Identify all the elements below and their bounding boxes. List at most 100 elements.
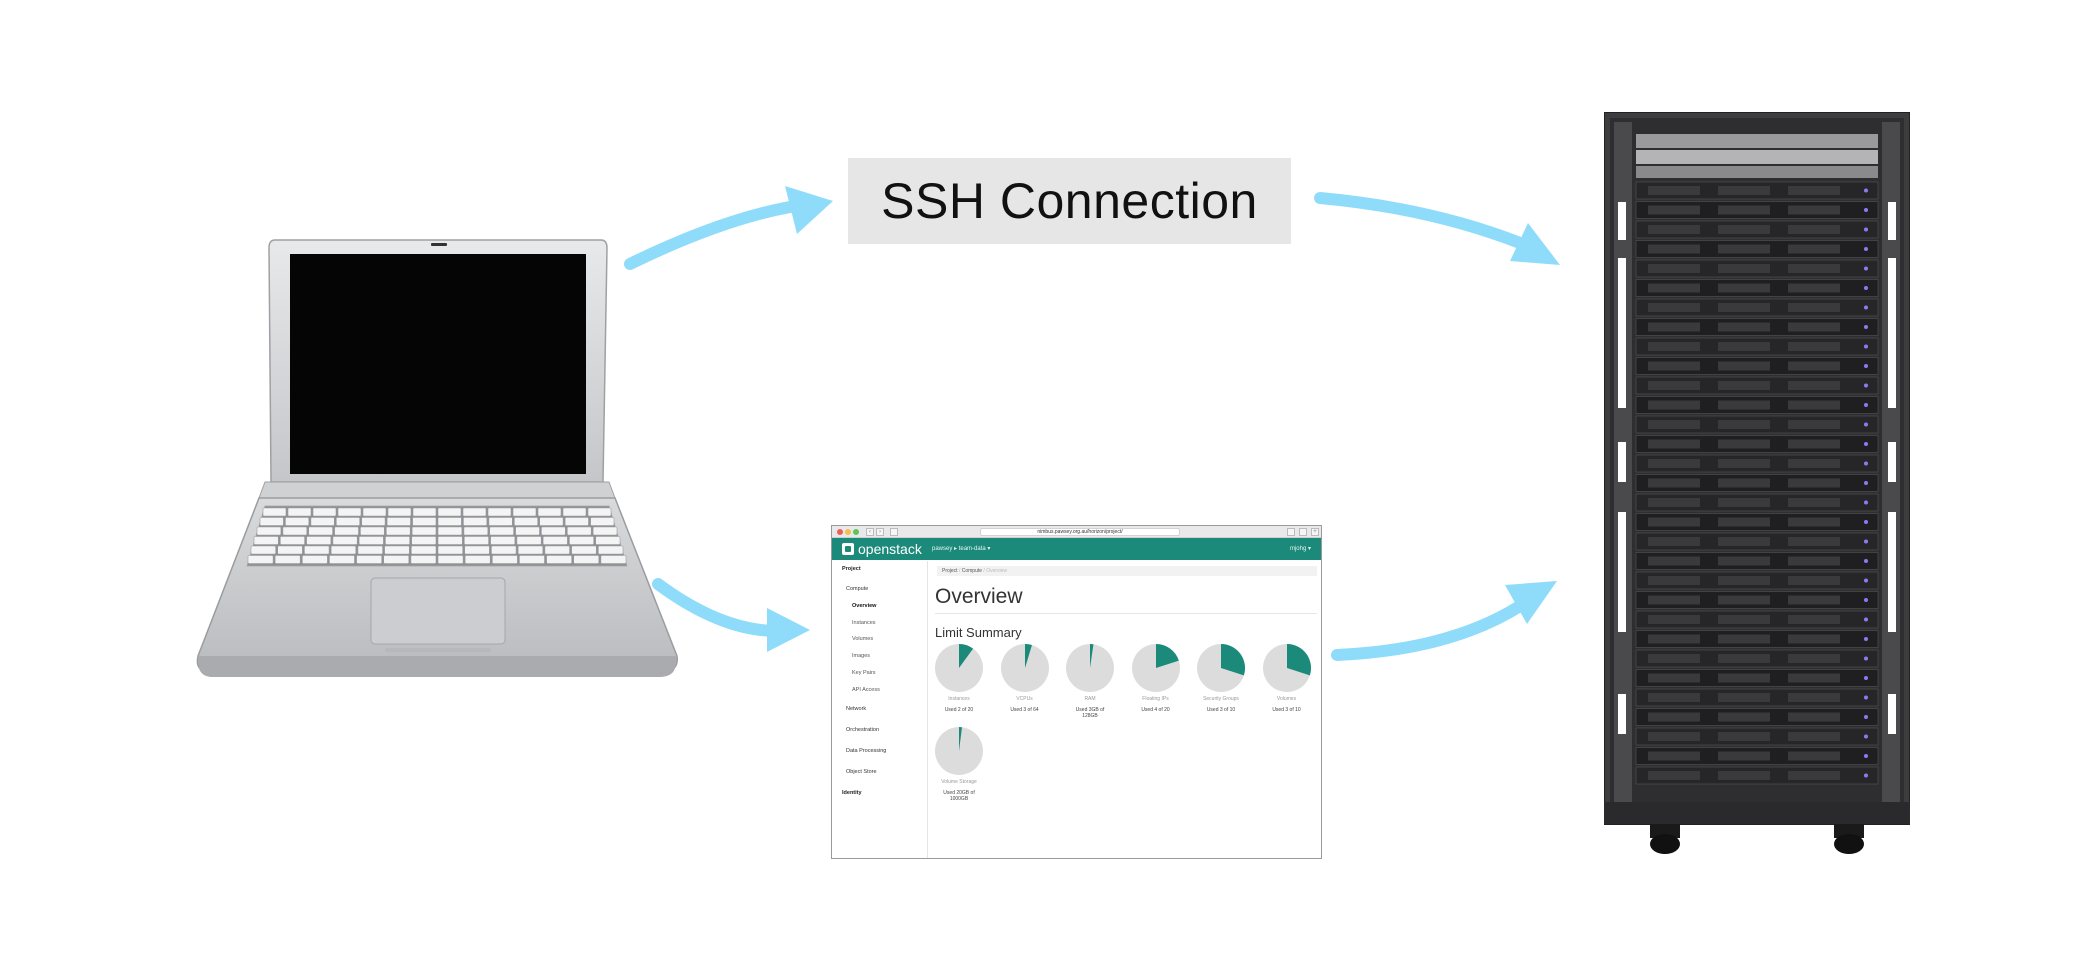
keyboard-key: [487, 507, 512, 517]
keyboard-key: [463, 536, 489, 545]
status-led: [1864, 656, 1868, 661]
minimize-window-icon[interactable]: [845, 529, 851, 535]
new-tab-icon[interactable]: +: [1311, 528, 1319, 536]
sidebar-item-overview[interactable]: Overview: [852, 603, 877, 609]
drive-bay: [1718, 595, 1770, 605]
status-led: [1864, 208, 1868, 212]
sidebar-item-object-store[interactable]: Object Store: [846, 769, 877, 775]
maximize-window-icon[interactable]: [853, 529, 859, 535]
sidebar: Project Compute Overview Instances Volum…: [832, 561, 928, 858]
sidebar-item-images[interactable]: Images: [852, 653, 871, 659]
arrow-laptop-to-ssh: [624, 186, 833, 270]
drive-bay: [1648, 537, 1700, 546]
status-led: [1864, 364, 1868, 368]
keyboard-key: [410, 555, 437, 564]
keyboard-key: [464, 555, 491, 564]
keyboard-key: [464, 545, 490, 555]
back-icon[interactable]: ‹: [866, 528, 874, 536]
status-led: [1864, 247, 1868, 251]
drive-bay: [1648, 576, 1700, 585]
sidebar-item-compute[interactable]: Compute: [846, 586, 869, 592]
status-led: [1864, 539, 1868, 544]
pie-used-slice: [959, 727, 963, 751]
pie-used-slice: [1221, 644, 1246, 676]
status-led: [1864, 286, 1868, 290]
arrow-openstack-to-server: [1331, 581, 1557, 661]
sidebar-item-project[interactable]: Project: [842, 566, 861, 572]
drive-bay: [1718, 517, 1770, 527]
keyboard-key: [519, 555, 545, 564]
openstack-logo-icon: [842, 543, 854, 555]
sidebar-item-volumes[interactable]: Volumes: [852, 636, 874, 642]
openstack-brand: openstack: [858, 541, 922, 557]
keyboard-key: [332, 536, 358, 545]
drive-bay: [1648, 225, 1700, 234]
keyboard-key: [437, 526, 463, 536]
limit-label: Instances: [948, 696, 970, 702]
status-led: [1864, 617, 1868, 622]
keyboard-key: [437, 507, 462, 517]
drive-bay: [1788, 556, 1840, 566]
drive-bay: [1788, 342, 1840, 351]
drive-bay: [1718, 381, 1770, 390]
keyboard-key: [600, 555, 627, 564]
pie-used-slice: [1090, 644, 1094, 668]
server-rack-icon: [1604, 112, 1910, 854]
status-led: [1864, 715, 1868, 719]
keyboard-key: [489, 526, 514, 536]
tabs-icon[interactable]: [1299, 528, 1307, 536]
forward-icon[interactable]: ›: [876, 528, 884, 536]
drive-bay: [1718, 576, 1770, 585]
keyboard-key: [544, 545, 570, 555]
project-selector[interactable]: pawsey ▸ team-data ▾: [932, 546, 991, 552]
limit-label: Floating IPs: [1142, 696, 1169, 702]
keyboard-key: [361, 517, 386, 526]
sidebar-item-data-processing[interactable]: Data Processing: [846, 748, 887, 754]
keyboard-key: [541, 526, 566, 536]
breadcrumb-compute[interactable]: Compute: [961, 568, 983, 574]
sidebar-item-key-pairs[interactable]: Key Pairs: [852, 670, 876, 676]
sidebar-item-instances[interactable]: Instances: [852, 620, 876, 626]
keyboard-key: [437, 517, 462, 526]
drive-bay: [1788, 634, 1840, 644]
keyboard-key: [512, 507, 537, 517]
breadcrumb-overview: Overview: [986, 568, 1008, 574]
drive-bay: [1718, 303, 1770, 312]
status-led: [1864, 227, 1868, 232]
drive-bay: [1648, 654, 1700, 663]
keyboard-key: [516, 536, 542, 545]
url-bar[interactable]: nimbus.pawsey.org.au/horizon/project/: [980, 528, 1180, 536]
drive-bay: [1648, 673, 1700, 683]
limit-label: Security Groups: [1203, 696, 1239, 702]
title-divider: [935, 613, 1317, 614]
keyboard-key: [259, 517, 284, 526]
drive-bay: [1648, 751, 1700, 761]
status-led: [1864, 344, 1868, 349]
sidebar-item-orchestration[interactable]: Orchestration: [846, 727, 880, 733]
sidebar-item-identity[interactable]: Identity: [842, 790, 862, 796]
keyboard-key: [285, 517, 310, 526]
drive-bay: [1718, 400, 1770, 410]
close-window-icon[interactable]: [837, 529, 843, 535]
sidebar-item-network[interactable]: Network: [846, 706, 867, 712]
keyboard-key: [306, 536, 332, 545]
drive-bay: [1718, 342, 1770, 351]
drive-bay: [1788, 478, 1840, 488]
limit-label: Volumes: [1276, 696, 1297, 702]
drive-bay: [1648, 186, 1700, 195]
keyboard-key: [358, 536, 384, 545]
drive-bay: [1648, 712, 1700, 722]
drive-bay: [1648, 322, 1700, 332]
keyboard-key: [573, 555, 600, 564]
sidebar-toggle-icon[interactable]: [890, 528, 898, 536]
keyboard-key: [253, 536, 279, 545]
drive-bay: [1718, 186, 1770, 195]
sidebar-item-api-access[interactable]: API Access: [852, 687, 880, 693]
drive-bay: [1788, 517, 1840, 527]
keyboard-key: [571, 545, 597, 555]
share-icon[interactable]: [1287, 528, 1295, 536]
user-menu[interactable]: mjohg ▾: [1289, 546, 1311, 552]
status-led: [1864, 266, 1868, 271]
breadcrumb-project[interactable]: Project: [942, 568, 958, 574]
